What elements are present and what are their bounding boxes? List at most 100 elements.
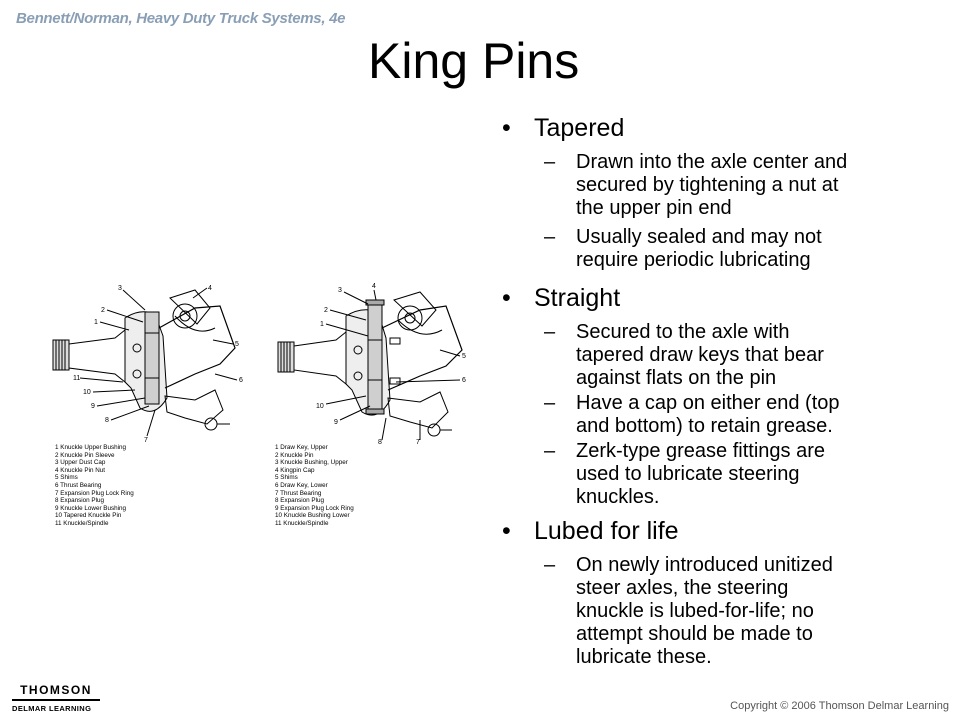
sub-line: On newly introduced unitized	[576, 554, 833, 576]
sub-line: the upper pin end	[576, 197, 732, 219]
legend-item: 11 Knuckle/Spindle	[55, 519, 109, 527]
publisher-logo: THOMSON DELMAR LEARNING	[12, 683, 100, 713]
sub-line: steer axles, the steering	[576, 577, 789, 599]
legend-item: 6 Draw Key, Lower	[275, 481, 328, 489]
king-pin	[367, 303, 383, 411]
legend-item: 5 Shims	[275, 474, 298, 482]
tie-rod-eye	[172, 303, 198, 329]
callout-1: 1	[94, 319, 98, 326]
sub-line: secured by tightening a nut at	[576, 174, 839, 196]
legend-item: 10 Knuckle Bushing Lower	[275, 512, 350, 520]
logo-rule	[12, 699, 100, 701]
legend-item: 4 Kingpin Cap	[275, 466, 315, 474]
spindle-thread	[277, 341, 295, 373]
callout-7: 7	[416, 439, 420, 445]
axle-beam	[158, 305, 236, 389]
callout-8: 8	[378, 439, 382, 445]
callout-3: 3	[338, 287, 342, 294]
sub-line: tapered draw keys that bear	[576, 344, 824, 366]
logo-bottom: DELMAR LEARNING	[12, 704, 92, 713]
straight-kingpin-diagram: 3 4 2 1 5 6 10 9 8 7	[277, 283, 466, 445]
sub-line: Drawn into the axle center and	[576, 151, 848, 173]
sub-line: attempt should be made to	[576, 623, 813, 645]
legend-item: 7 Thrust Bearing	[275, 489, 322, 497]
sub-line: knuckles.	[576, 486, 660, 508]
sub-line: Secured to the axle with	[576, 321, 790, 343]
tapered-kingpin-diagram: 3 4 2 1 5 11 10 9 8 7 6	[52, 285, 243, 443]
dash: –	[544, 392, 556, 414]
sub-line: require periodic lubricating	[576, 249, 811, 271]
callout-5: 5	[462, 353, 466, 360]
bullet-dot: •	[502, 517, 511, 545]
bullet-lubed: • Lubed for life	[496, 517, 916, 546]
dash: –	[544, 226, 556, 248]
legend-item: 1 Draw Key, Upper	[275, 444, 328, 451]
sub-bullet: – Zerk-type grease fittings are used to …	[496, 440, 916, 509]
legend-item: 3 Knuckle Bushing, Upper	[275, 459, 348, 467]
callout-8: 8	[105, 417, 109, 424]
legend-item: 8 Expansion Plug	[55, 497, 105, 505]
dash: –	[544, 554, 556, 576]
sub-line: Have a cap on either end (top	[576, 392, 840, 414]
kingpin-cap	[365, 299, 385, 306]
callout-11: 11	[73, 375, 80, 382]
legend-item: 2 Knuckle Pin	[275, 451, 314, 459]
lower-arm	[387, 391, 449, 429]
callout-1: 1	[320, 321, 324, 328]
sub-line: Usually sealed and may not	[576, 226, 822, 248]
callout-10: 10	[83, 389, 91, 396]
sub-bullet: – Drawn into the axle center and secured…	[496, 151, 916, 220]
legend-item: 9 Knuckle Lower Bushing	[55, 504, 127, 512]
callout-3: 3	[118, 285, 122, 292]
legend-item: 6 Thrust Bearing	[55, 481, 102, 489]
legend-right: 1 Draw Key, Upper 2 Knuckle Pin 3 Knuckl…	[275, 444, 354, 528]
axle-beam	[381, 305, 463, 391]
sub-bullet: – Have a cap on either end (top and bott…	[496, 392, 916, 438]
legend-left: 1 Knuckle Upper Bushing 2 Knuckle Pin Sl…	[55, 444, 134, 528]
sub-bullet: – Secured to the axle with tapered draw …	[496, 321, 916, 390]
callout-4: 4	[372, 283, 376, 290]
sub-line: against flats on the pin	[576, 367, 777, 389]
legend-item: 9 Expansion Plug Lock Ring	[275, 504, 354, 512]
sub-line: Zerk-type grease fittings are	[576, 440, 825, 462]
callout-2: 2	[101, 307, 105, 314]
bullet-tapered: • Tapered	[496, 114, 916, 143]
legend-item: 1 Knuckle Upper Bushing	[55, 444, 127, 451]
spindle-thread	[52, 339, 70, 371]
legend-item: 7 Expansion Plug Lock Ring	[55, 489, 134, 497]
callout-7: 7	[144, 437, 148, 443]
slide-title: King Pins	[368, 33, 580, 89]
bullet-straight: • Straight	[496, 284, 916, 313]
sub-bullet: – On newly introduced unitized steer axl…	[496, 554, 916, 669]
callout-9: 9	[91, 403, 95, 410]
bullet-label: Lubed for life	[534, 517, 679, 545]
legend-item: 3 Upper Dust Cap	[55, 459, 106, 467]
lower-arm	[164, 389, 224, 425]
sub-line: and bottom) to retain grease.	[576, 415, 833, 437]
callout-10: 10	[316, 403, 324, 410]
callout-6: 6	[239, 377, 243, 384]
sub-line: knuckle is lubed-for-life; no	[576, 600, 814, 622]
legend-item: 2 Knuckle Pin Sleeve	[55, 451, 115, 459]
bullet-list: • Tapered – Drawn into the axle center a…	[496, 110, 916, 669]
sub-line: lubricate these.	[576, 646, 712, 668]
callout-4: 4	[208, 285, 212, 292]
king-pin	[144, 311, 160, 405]
legend-item: 5 Shims	[55, 474, 78, 482]
callout-5: 5	[235, 341, 239, 348]
legend-item: 10 Tapered Knuckle Pin	[55, 512, 122, 520]
draw-key	[389, 337, 401, 345]
callout-9: 9	[334, 419, 338, 426]
bullet-dot: •	[502, 114, 511, 142]
legend-item: 11 Knuckle/Spindle	[275, 519, 329, 527]
dash: –	[544, 151, 556, 173]
spindle-body	[293, 330, 347, 386]
dash: –	[544, 321, 556, 343]
book-title: Bennett/Norman, Heavy Duty Truck Systems…	[16, 10, 346, 27]
dash: –	[544, 440, 556, 462]
bullet-label: Tapered	[534, 114, 625, 142]
callout-6: 6	[462, 377, 466, 384]
legend-item: 8 Expansion Plug	[275, 497, 325, 505]
copyright: Copyright © 2006 Thomson Delmar Learning	[730, 700, 949, 712]
tie-rod-eye	[397, 305, 423, 331]
